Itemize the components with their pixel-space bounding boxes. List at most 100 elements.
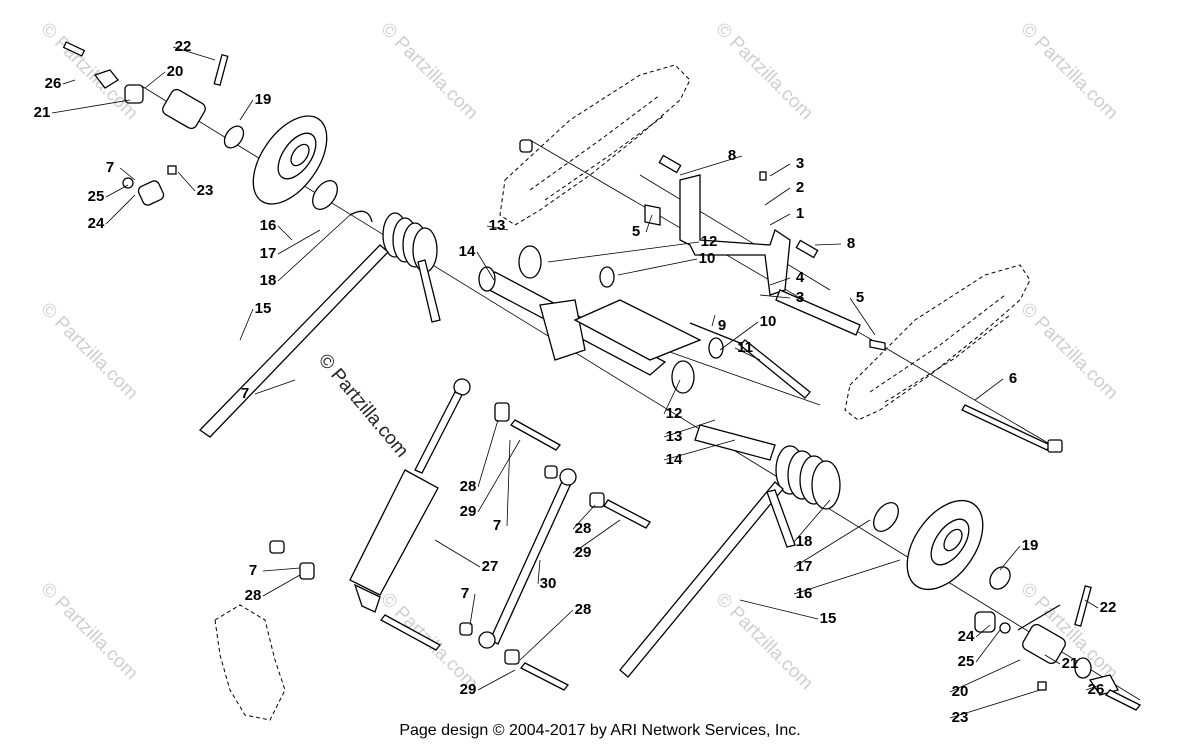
lower-arm-bracket	[214, 604, 286, 721]
callout-4: 4	[796, 269, 805, 286]
long-bolt	[961, 404, 1063, 453]
leader-line	[663, 379, 681, 415]
page-design-footer: Page design © 2004-2017 by ARI Network S…	[399, 722, 801, 739]
leader-line	[975, 629, 1001, 663]
callout-14: 14	[459, 243, 476, 260]
callout-10: 10	[760, 313, 777, 330]
callout-17: 17	[796, 558, 813, 575]
callout-10: 10	[699, 250, 716, 267]
lower-side-rail	[844, 264, 1031, 421]
leader-line	[769, 277, 791, 286]
callout-9: 9	[718, 317, 726, 334]
leader-line	[51, 99, 131, 114]
leader-line	[999, 545, 1021, 571]
leader-line	[119, 167, 136, 181]
callout-29: 29	[575, 544, 592, 561]
leader-line	[477, 419, 499, 488]
callout-18: 18	[796, 533, 813, 550]
leader-line	[277, 225, 293, 241]
leader-line	[1044, 654, 1061, 665]
callout-29: 29	[460, 503, 477, 520]
leader-line	[105, 184, 129, 198]
callout-7: 7	[241, 385, 249, 402]
callout-13: 13	[489, 217, 506, 234]
partzilla-watermark: © Partzilla.com	[36, 579, 141, 684]
leader-line	[949, 659, 1021, 693]
callout-3: 3	[796, 155, 804, 172]
lower-torsion-spring	[619, 424, 841, 678]
callout-19: 19	[255, 91, 272, 108]
leader-line	[734, 347, 761, 361]
leader-line	[486, 225, 509, 231]
leader-line	[759, 294, 791, 299]
callout-7: 7	[461, 585, 469, 602]
callout-21: 21	[1062, 655, 1079, 672]
leader-line	[739, 599, 819, 620]
leader-line	[547, 241, 700, 263]
leader-line	[434, 539, 481, 568]
leader-line	[469, 593, 476, 626]
leader-line	[239, 99, 254, 121]
leader-line	[476, 251, 495, 281]
callout-16: 16	[796, 585, 813, 602]
partzilla-watermark: © Partzilla.com	[711, 19, 816, 124]
leader-line	[974, 378, 1004, 401]
callout-26: 26	[45, 75, 62, 92]
leader-line	[572, 504, 596, 530]
leader-line	[769, 163, 791, 177]
callout-1: 1	[796, 205, 804, 222]
callout-11: 11	[737, 339, 753, 356]
callout-19: 19	[1022, 537, 1039, 554]
leader-line	[262, 574, 301, 597]
callout-7: 7	[493, 517, 501, 534]
callout-25: 25	[88, 188, 105, 205]
leader-line	[105, 194, 136, 225]
leader-line	[764, 187, 791, 206]
leader-line	[814, 243, 842, 246]
callout-22: 22	[175, 38, 192, 55]
leader-line	[617, 258, 698, 276]
callout-12: 12	[666, 405, 683, 422]
leader-line	[1084, 599, 1099, 609]
callout-24: 24	[88, 215, 105, 232]
leader-line	[949, 689, 1041, 719]
callout-18: 18	[260, 272, 277, 289]
callout-labels: 1233455677777889101011121213131414151516…	[34, 38, 1117, 726]
center-cross-shaft	[478, 245, 811, 399]
leader-line	[477, 439, 521, 513]
partzilla-watermark: © Partzilla.com	[1016, 299, 1121, 404]
leader-line	[663, 419, 716, 438]
leader-line	[849, 297, 876, 336]
upper-side-rail	[499, 64, 691, 226]
leader-line	[719, 321, 759, 351]
leader-line	[506, 439, 511, 527]
leader-line	[477, 669, 516, 691]
leader-line	[793, 499, 831, 543]
callout-14: 14	[666, 451, 683, 468]
callout-28: 28	[460, 478, 477, 495]
leader-line	[663, 439, 736, 461]
callout-3: 3	[796, 289, 804, 306]
callout-28: 28	[575, 520, 592, 537]
callout-26: 26	[1088, 681, 1105, 698]
callout-28: 28	[575, 601, 592, 618]
callout-21: 21	[34, 104, 51, 121]
callout-16: 16	[260, 217, 277, 234]
callout-6: 6	[1009, 370, 1017, 387]
callout-27: 27	[482, 558, 499, 575]
leader-line	[769, 213, 791, 226]
callout-15: 15	[820, 610, 837, 627]
callout-7: 7	[249, 562, 257, 579]
callout-8: 8	[847, 235, 855, 252]
leader-line	[254, 379, 296, 395]
callout-22: 22	[1100, 599, 1117, 616]
callout-24: 24	[958, 628, 975, 645]
callout-29: 29	[460, 681, 477, 698]
lower-right-wheel-assembly	[873, 499, 1142, 711]
leader-line	[172, 46, 216, 61]
upper-left-wheel-assembly	[62, 41, 338, 210]
leader-line	[1085, 684, 1101, 691]
callout-12: 12	[701, 233, 718, 250]
partzilla-watermark: © Partzilla.com	[376, 19, 481, 124]
